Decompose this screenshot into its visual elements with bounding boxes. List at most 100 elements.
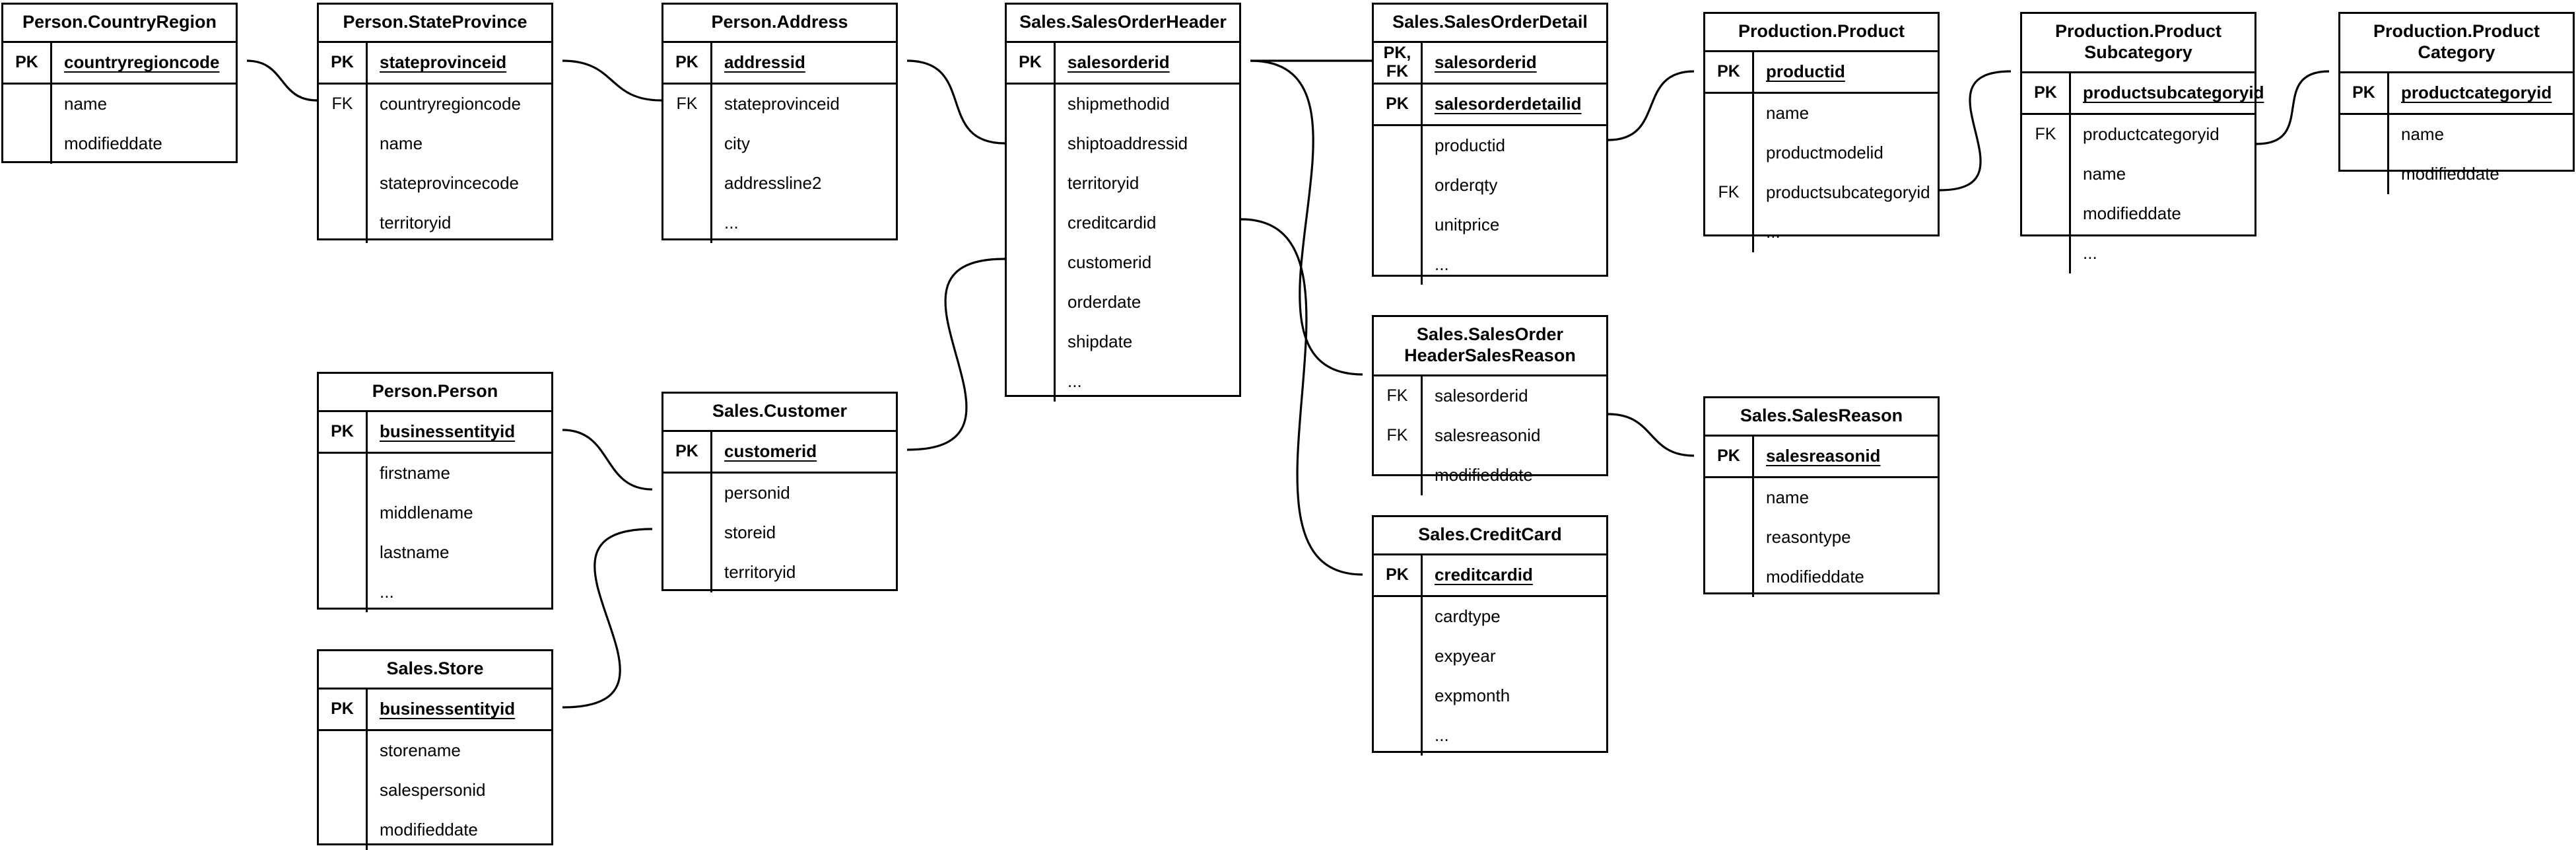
- attribute-row[interactable]: addressline2: [663, 163, 896, 203]
- attribute-row[interactable]: productid: [1374, 125, 1606, 166]
- key-badge: [2022, 194, 2071, 234]
- key-badge: PK: [2340, 73, 2389, 113]
- attribute-name: customerid: [1068, 252, 1152, 273]
- key-badge: [663, 124, 712, 164]
- attribute-row[interactable]: cardtype: [1374, 596, 1606, 637]
- attribute-row[interactable]: unitprice: [1374, 205, 1606, 245]
- attribute-row[interactable]: ...: [1007, 361, 1239, 402]
- attribute-row[interactable]: firstname: [319, 453, 551, 493]
- attribute-row[interactable]: territoryid: [319, 203, 551, 243]
- attribute-row[interactable]: name: [319, 124, 551, 164]
- entity-title-line: Sales.SalesOrder: [1416, 324, 1564, 344]
- attribute-name: personid: [724, 483, 790, 503]
- attribute-row[interactable]: reasontype: [1705, 517, 1938, 557]
- attribute-row[interactable]: creditcardid: [1007, 203, 1239, 243]
- attribute-row[interactable]: name: [2022, 154, 2254, 194]
- attribute-row[interactable]: shipmethodid: [1007, 84, 1239, 124]
- attribute-name: salesreasonid: [1766, 446, 1881, 466]
- attribute-name: countryregioncode: [380, 94, 521, 114]
- attribute-row[interactable]: productmodelid: [1705, 133, 1938, 173]
- attribute-row[interactable]: orderdate: [1007, 282, 1239, 322]
- attribute-row[interactable]: expyear: [1374, 636, 1606, 676]
- attribute-row[interactable]: ...: [2022, 233, 2254, 273]
- attribute-row[interactable]: modifieddate: [2340, 154, 2573, 194]
- attribute-row[interactable]: middlename: [319, 493, 551, 533]
- attribute-row[interactable]: shipdate: [1007, 322, 1239, 362]
- attribute-row[interactable]: city: [663, 124, 896, 164]
- key-badge: [3, 84, 52, 124]
- key-badge: PK: [319, 689, 368, 729]
- attribute-row[interactable]: modifieddate: [1705, 557, 1938, 597]
- attribute-row[interactable]: ...: [1374, 715, 1606, 756]
- attribute-row[interactable]: salespersonid: [319, 770, 551, 810]
- attribute-row[interactable]: name: [1705, 478, 1938, 518]
- attribute-row[interactable]: ...: [1374, 244, 1606, 285]
- attribute-row[interactable]: ...: [319, 572, 551, 612]
- attribute-row[interactable]: territoryid: [1007, 163, 1239, 203]
- attribute-row[interactable]: lastname: [319, 532, 551, 573]
- attribute-row[interactable]: modifieddate: [1374, 455, 1606, 495]
- key-badge: [1374, 205, 1423, 245]
- relationship-line: [1608, 70, 1695, 141]
- attribute-row[interactable]: modifieddate: [3, 124, 236, 164]
- attribute-row[interactable]: storeid: [663, 513, 896, 553]
- attribute-row[interactable]: orderqty: [1374, 165, 1606, 205]
- attribute-row[interactable]: stateprovincecode: [319, 163, 551, 203]
- attribute-row[interactable]: storename: [319, 730, 551, 771]
- attribute-row[interactable]: name: [1705, 93, 1938, 133]
- attribute-row[interactable]: personid: [663, 473, 896, 513]
- attribute-row[interactable]: ...: [1705, 212, 1938, 252]
- attribute-row[interactable]: territoryid: [663, 552, 896, 592]
- attribute-row[interactable]: modifieddate: [2022, 194, 2254, 234]
- relationship-line: [1608, 413, 1695, 457]
- attribute-row[interactable]: ...: [663, 203, 896, 243]
- attribute-row[interactable]: customerid: [1007, 242, 1239, 283]
- attribute-row[interactable]: modifieddate: [319, 810, 551, 850]
- attribute-row[interactable]: name: [3, 84, 236, 124]
- attribute-row[interactable]: expmonth: [1374, 676, 1606, 716]
- attribute-row[interactable]: name: [2340, 114, 2573, 155]
- attribute-row[interactable]: shiptoaddressid: [1007, 124, 1239, 164]
